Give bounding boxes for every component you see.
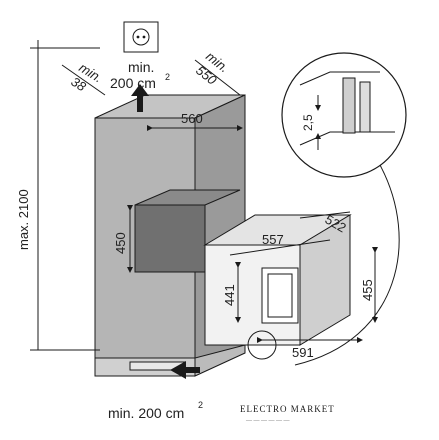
detail-magnifier <box>247 52 407 366</box>
label-min-200-top-a: min. <box>128 59 154 75</box>
label-height-441: 441 <box>222 284 237 306</box>
label-height-450: 450 <box>113 232 128 254</box>
label-min-200-top-b: 200 cm <box>110 75 156 91</box>
dimension-lines <box>30 40 378 351</box>
airflow-up-arrow <box>131 84 149 112</box>
label-height-max: max. 2100 <box>16 189 31 250</box>
power-socket-icon <box>123 21 159 53</box>
label-height-455: 455 <box>360 279 375 301</box>
label-min-200-bottom-sup: 2 <box>198 400 203 410</box>
label-width-560: 560 <box>181 111 203 126</box>
brand-logo: ELECTRO MARKET — — — — — — <box>240 404 335 424</box>
label-gap-2-5: 2,5 <box>301 114 315 131</box>
label-width-591: 591 <box>292 345 314 360</box>
airflow-in-arrow <box>170 361 200 379</box>
brand-tagline: — — — — — — <box>245 418 291 424</box>
label-width-557: 557 <box>262 232 284 247</box>
label-min-200-top-sup: 2 <box>165 72 170 82</box>
label-min-200-bottom: min. 200 cm <box>108 405 184 421</box>
appliance-unit <box>203 214 352 346</box>
brand-name: ELECTRO MARKET <box>240 404 335 414</box>
